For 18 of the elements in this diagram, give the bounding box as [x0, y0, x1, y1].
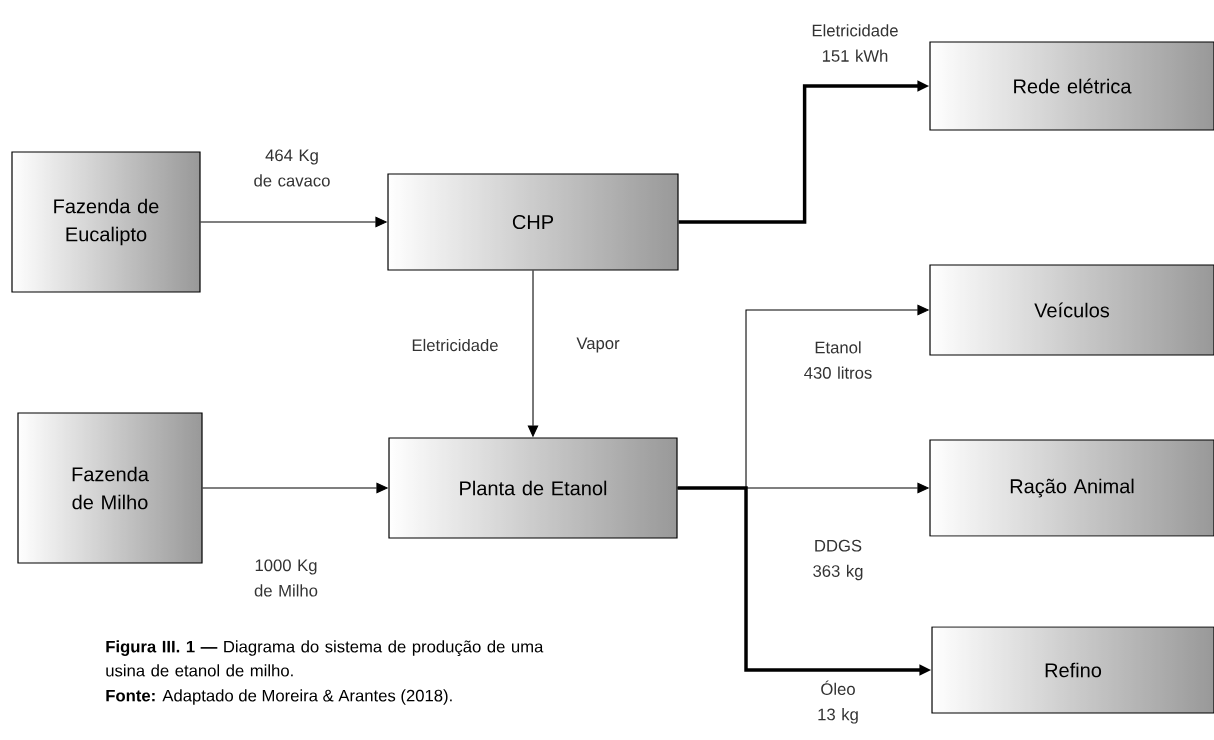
process-box: Refino — [931, 626, 1214, 714]
process-box: Ração Animal — [929, 439, 1214, 537]
edge-label: Eletricidade — [412, 338, 498, 352]
flow-label: Vapor — [576, 337, 620, 353]
edge-label: Eletricidade 151 kWh — [812, 24, 898, 62]
edge-label: Etanol 430 litros — [804, 341, 872, 379]
edge-label: 464 Kg de cavaco — [254, 149, 330, 187]
source-note: Fonte: Adaptado de Moreira & Arantes (2018). — [106, 689, 452, 705]
process-box: Rede elétrica — [929, 41, 1214, 131]
process-box: Planta de Etanol — [388, 437, 678, 539]
edge-label: Óleo 13 kg — [818, 680, 858, 724]
process-box: Fazenda de Milho — [17, 412, 203, 564]
edge-label: 1000 Kg de Milho — [254, 559, 318, 597]
edge-label: DDGS 363 kg — [813, 539, 863, 581]
process-box: Veículos — [929, 264, 1214, 356]
process-box: Fazenda de Eucalipto — [11, 151, 201, 293]
process-box: CHP — [387, 173, 679, 271]
caption: Figura III. 1 — Diagrama do sistema de produção de uma usina de etanol de milho. — [106, 640, 544, 677]
